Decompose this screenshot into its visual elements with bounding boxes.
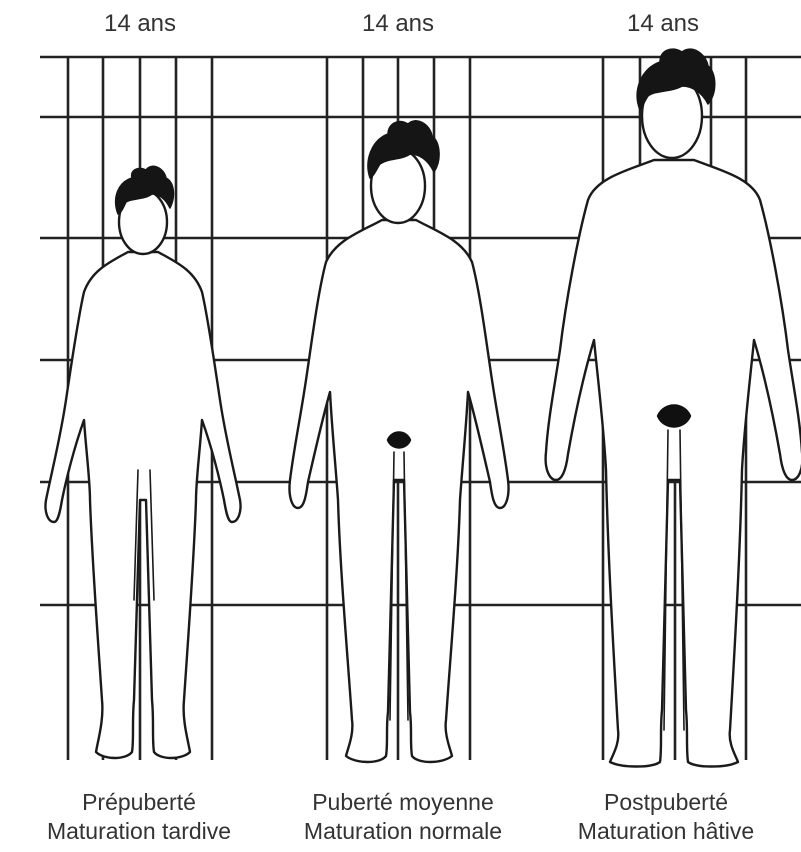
- maturation-label: Maturation hâtive: [531, 817, 801, 846]
- maturation-label: Maturation tardive: [4, 817, 274, 846]
- pubic-area: [658, 406, 690, 427]
- age-label-1: 14 ans: [80, 10, 200, 38]
- age-label-3: 14 ans: [603, 10, 723, 38]
- stage-label: Postpuberté: [531, 788, 801, 817]
- pubic-area: [388, 433, 410, 448]
- caption-prepuberty: Prépuberté Maturation tardive: [4, 788, 274, 846]
- caption-mid-puberty: Puberté moyenne Maturation normale: [268, 788, 538, 846]
- stage-label: Puberté moyenne: [268, 788, 538, 817]
- caption-postpuberty: Postpuberté Maturation hâtive: [531, 788, 801, 846]
- age-label-2: 14 ans: [338, 10, 458, 38]
- maturation-label: Maturation normale: [268, 817, 538, 846]
- body-outline: [546, 160, 801, 767]
- figure-postpuberty: [546, 49, 801, 766]
- stage-label: Prépuberté: [4, 788, 274, 817]
